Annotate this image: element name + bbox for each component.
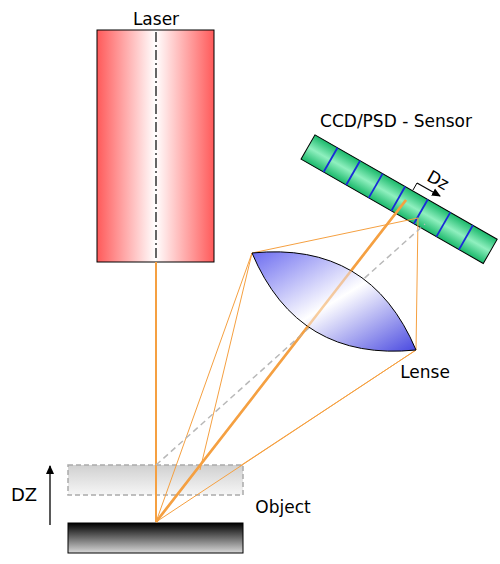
- laser-axis: [155, 32, 156, 260]
- dz-displacement-label: DZ: [11, 485, 37, 505]
- object-label: Object: [255, 498, 310, 517]
- laser-label: Laser: [133, 10, 179, 29]
- dz-tick: [413, 183, 417, 190]
- object: [68, 523, 243, 553]
- lens: [252, 252, 416, 351]
- sensor: [301, 135, 497, 264]
- lens-label: Lense: [400, 363, 450, 382]
- sensor-label: CCD/PSD - Sensor: [320, 112, 472, 131]
- dz-displacement-arrow: [49, 466, 50, 525]
- displaced-ray: [156, 224, 425, 465]
- light-rays: [156, 200, 418, 522]
- main-ray: [156, 200, 406, 522]
- laser-body: [97, 30, 214, 262]
